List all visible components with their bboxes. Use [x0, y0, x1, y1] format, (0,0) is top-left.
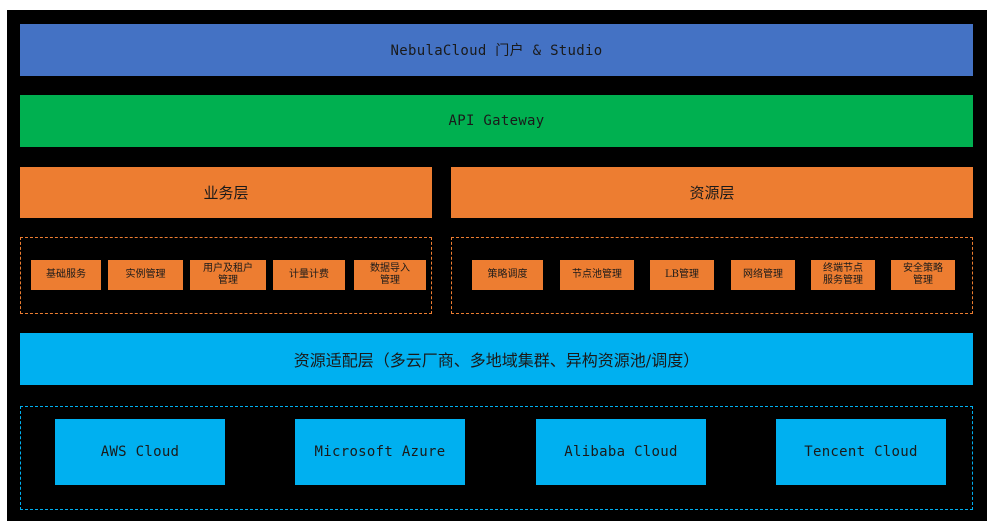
- module-user-tenant-management: 用户及租户 管理: [190, 260, 266, 290]
- resource-layer-header: 资源层: [451, 167, 973, 218]
- module-network-management: 网络管理: [731, 260, 795, 290]
- resource-modules-group: [451, 237, 973, 314]
- architecture-diagram: NebulaCloud 门户 & Studio API Gateway 业务层 …: [7, 10, 987, 521]
- business-layer-header: 业务层: [20, 167, 432, 218]
- module-basic-services: 基础服务: [31, 260, 101, 290]
- cloud-providers-group: [20, 406, 973, 510]
- cloud-tencent: Tencent Cloud: [776, 419, 946, 485]
- module-metering-billing: 计量计费: [273, 260, 345, 290]
- business-modules-group: [20, 237, 432, 314]
- api-gateway-label: API Gateway: [448, 113, 545, 129]
- business-layer-label: 业务层: [203, 184, 249, 202]
- module-data-import-management: 数据导入 管理: [354, 260, 426, 290]
- cloud-alibaba: Alibaba Cloud: [536, 419, 706, 485]
- module-policy-scheduling: 策略调度: [472, 260, 543, 290]
- module-endpoint-service-management: 终端节点 服务管理: [811, 260, 875, 290]
- cloud-aws: AWS Cloud: [55, 419, 225, 485]
- portal-layer: NebulaCloud 门户 & Studio: [20, 24, 973, 76]
- resource-adapter-layer: 资源适配层（多云厂商、多地域集群、异构资源池/调度）: [20, 333, 973, 385]
- module-instance-management: 实例管理: [108, 260, 183, 290]
- resource-adapter-label: 资源适配层（多云厂商、多地域集群、异构资源池/调度）: [293, 351, 700, 370]
- module-security-policy-management: 安全策略 管理: [891, 260, 955, 290]
- module-node-pool-management: 节点池管理: [560, 260, 634, 290]
- module-lb-management: LB管理: [650, 260, 714, 290]
- portal-layer-label: NebulaCloud 门户 & Studio: [390, 43, 603, 59]
- resource-layer-label: 资源层: [689, 184, 735, 202]
- api-gateway-layer: API Gateway: [20, 95, 973, 147]
- cloud-microsoft-azure: Microsoft Azure: [295, 419, 465, 485]
